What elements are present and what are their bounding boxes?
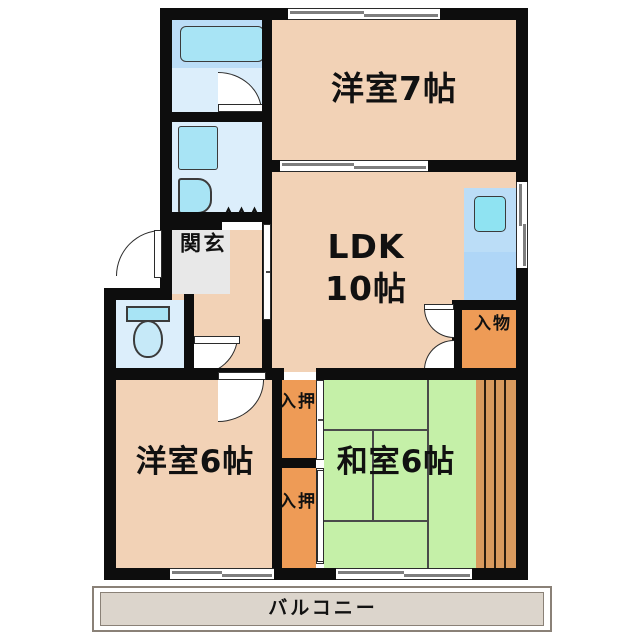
door-ldk-storage-leaf[interactable] [424,304,454,310]
storage-area [462,310,516,372]
balcony-label: バルコニー [268,597,378,619]
wall-washroom-bottom [160,212,272,222]
toilet-room [116,300,184,370]
room-japanese-6-label: 和室6帖 [336,444,456,480]
kitchen-sink-unit [464,188,516,252]
room-western-7-label: 洋室7帖 [331,69,457,108]
genkan-label: 玄関 [177,232,225,255]
wall-genkan-left [104,288,172,300]
wood-slat-area [476,380,516,568]
kitchen-counter-icon [464,252,516,300]
wall-toilet-right [184,294,194,376]
window-western7-north-icon[interactable] [288,8,440,20]
room-japanese-6: 和室6帖 [324,380,476,568]
sliding-washitsu-west-icon[interactable] [317,470,324,562]
genkan-area [172,230,230,294]
storage-label: 物入 [469,314,509,333]
door-corridor-toilet-leaf[interactable] [194,336,240,344]
sliding-closet-upper-icon[interactable] [316,380,324,460]
window-washitsu-south-icon[interactable] [336,568,472,580]
closet-lower-area [282,468,316,568]
wall-outer-right [516,8,528,580]
room-western-6-label: 洋室6帖 [135,444,255,480]
tatami-mat-line-2 [324,520,427,522]
kitchen-sink-icon [474,196,506,232]
wall-genkan-entry-left [160,218,172,294]
wall-outer-left-mid [104,288,116,380]
closet-lower-label: 押入 [274,492,314,511]
vanity-sink-icon [178,178,212,214]
sliding-corridor-ldk-icon[interactable] [263,224,271,320]
window-western6-south-icon[interactable] [170,568,274,580]
window-ldk-east-icon[interactable] [516,182,528,268]
bath-area [172,20,272,68]
wall-mid-horizontal-right [316,368,528,380]
wall-storage-left [452,300,462,372]
washing-machine-icon [178,126,218,170]
tatami-mat-line-1 [324,429,427,431]
door-western6-leaf[interactable] [218,372,266,380]
door-bathroom-leaf[interactable] [218,104,264,112]
tatami-mat-line-3 [372,429,374,521]
bathtub-icon [180,26,264,62]
wall-outer-left-lower [104,372,116,580]
room-ldk-label-line2: 10帖 [325,269,407,308]
wall-bath-washroom [160,112,272,122]
wall-closet-left [272,380,282,568]
closet-upper-area [282,380,316,464]
wall-storage-top [452,300,528,310]
balcony-area: バルコニー [100,592,544,626]
window-ldk-north-icon[interactable] [280,160,428,172]
closet-upper-label: 押入 [274,392,314,411]
washroom-lower [172,122,272,218]
room-western-7: 洋室7帖 [272,20,516,168]
wall-closet-mid [272,458,316,468]
wall-washroom-right [262,8,272,222]
toilet-icon [133,320,163,358]
tatami-mat-line-4 [427,380,429,568]
room-ldk-label-line1: LDK [327,227,405,266]
door-entrance-leaf[interactable] [154,230,162,278]
